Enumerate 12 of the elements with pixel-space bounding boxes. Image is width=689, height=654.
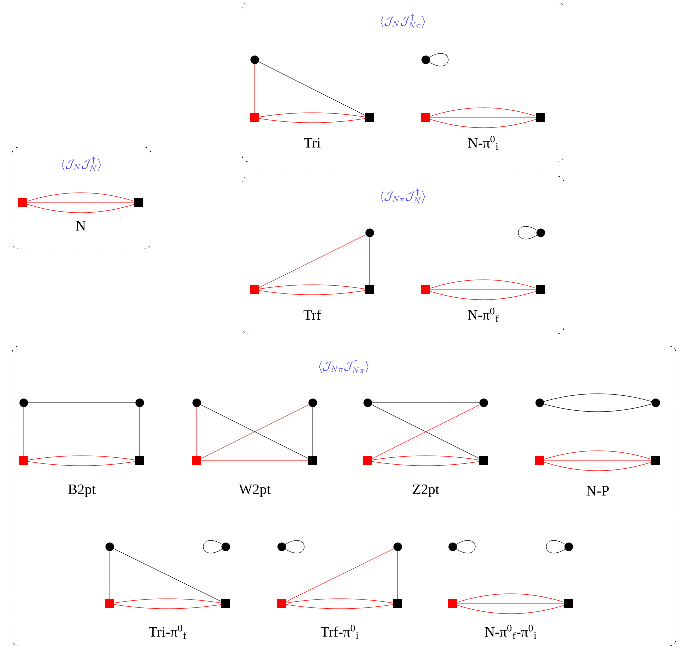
diagram-label: N	[76, 221, 86, 231]
diagram-label: N-π$^{0}$$_{f}$-π$^{0}$i	[485, 625, 537, 639]
diagram-label: B2pt	[68, 484, 96, 498]
diagram-label: N-π$^{0}$f	[468, 308, 499, 322]
diagram-label: Trf-π$^{0}$i	[320, 625, 359, 639]
diagram-label: N-π$^{0}$i	[468, 136, 498, 150]
diagram-label: Tri	[304, 138, 321, 148]
diagram-label: W2pt	[239, 484, 271, 498]
diagram-label: Tri-π$^{0}$f	[149, 625, 187, 639]
diagram-label: N-P	[586, 486, 609, 496]
diagram-label: Trf	[304, 310, 322, 320]
diagram-label: Z2pt	[413, 484, 440, 498]
